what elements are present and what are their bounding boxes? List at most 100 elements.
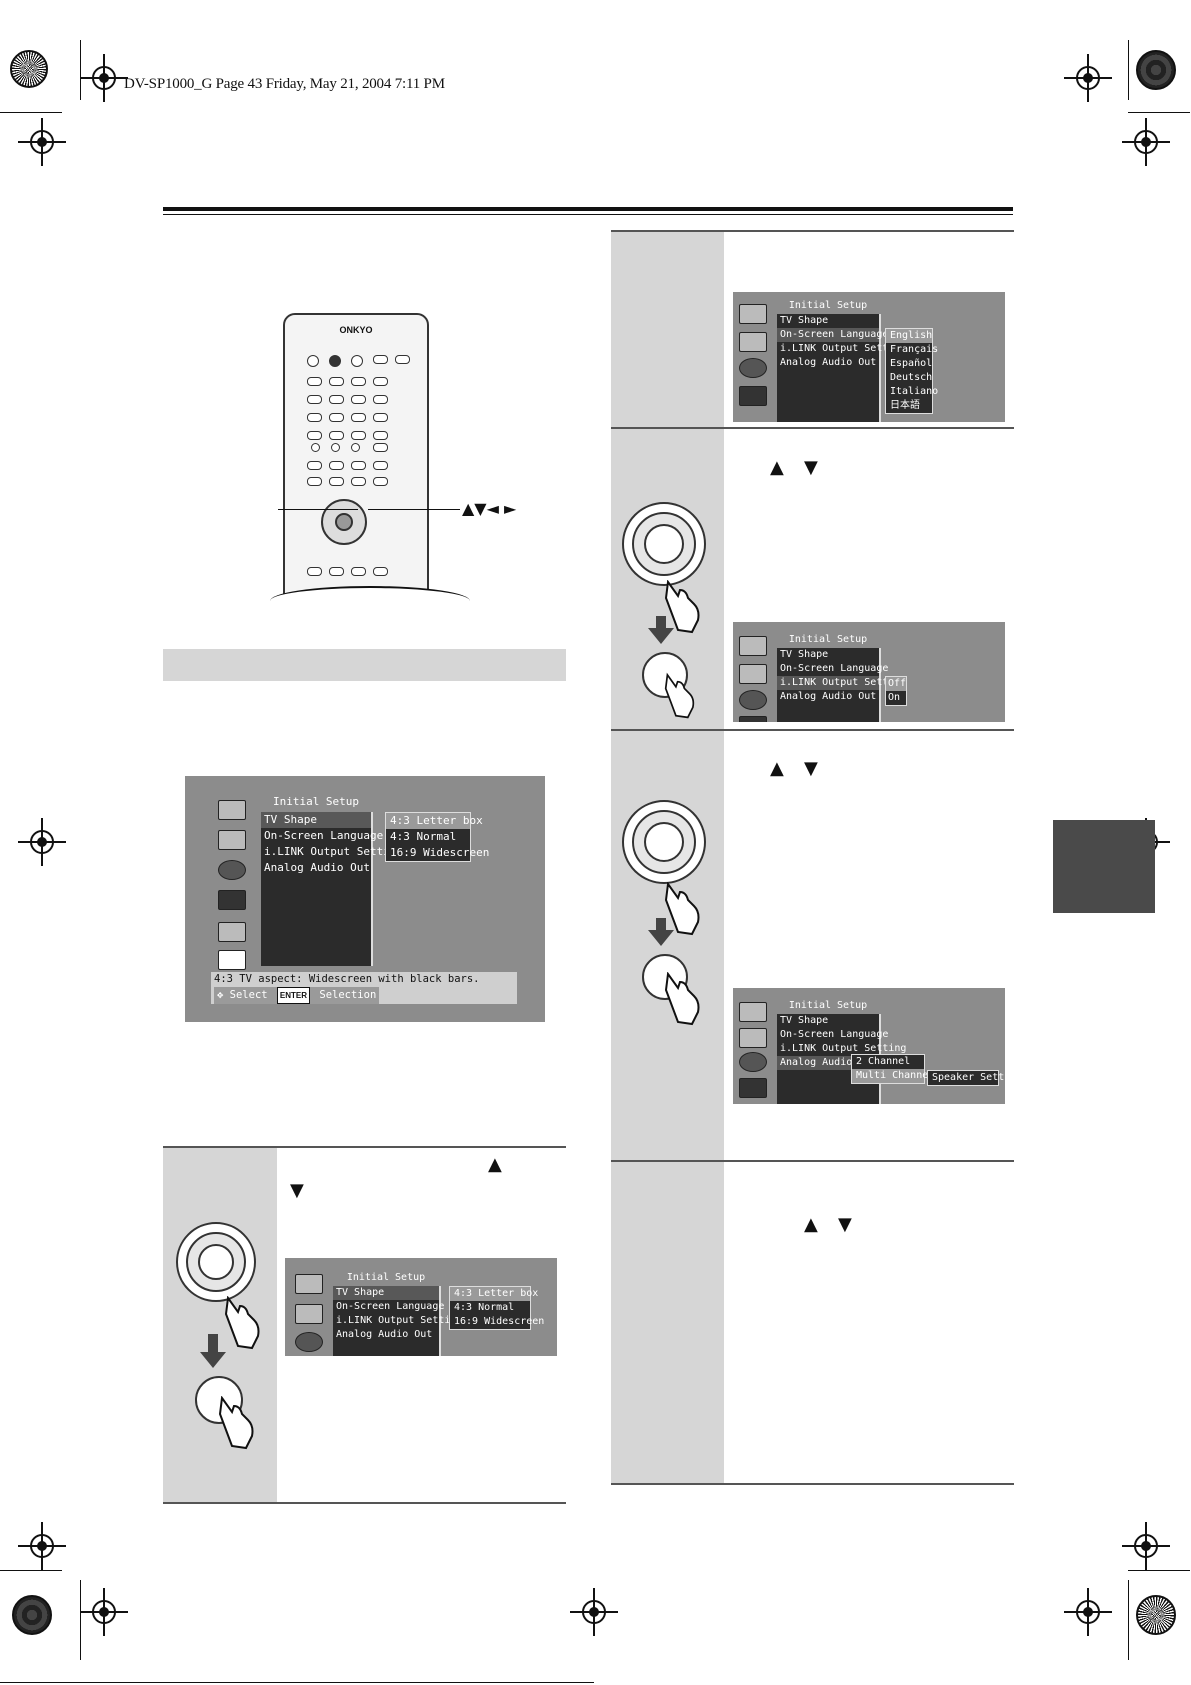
pointing-hand-icon [664, 971, 704, 1028]
down-arrow-icon: ▼ [804, 457, 818, 478]
osd-menu-title: Initial Setup [788, 300, 868, 311]
osd-submenu-item[interactable]: 4:3 Letter box [450, 1287, 538, 1301]
registration-mark-top-right [1064, 54, 1112, 102]
remote-button [351, 567, 366, 576]
remote-button [329, 413, 344, 422]
osd-menu-item[interactable]: Analog Audio Out [264, 861, 370, 874]
flow-down-arrow-icon [648, 930, 674, 946]
speaker-setting-button[interactable]: Speaker Setting [927, 1070, 1005, 1086]
remote-button [329, 377, 344, 386]
osd-menu-title: Initial Setup [788, 634, 868, 645]
osd-help-select: Select [229, 989, 268, 1001]
osd-menu-item[interactable]: Analog Audio Out [336, 1329, 433, 1340]
jog-center [198, 1244, 234, 1280]
jog-center [644, 822, 684, 862]
osd-submenu-item[interactable]: Off [886, 677, 907, 691]
arrow-buttons-label: ▲▼◄ ► [462, 499, 517, 518]
remote-button [351, 377, 366, 386]
osd-menu-item[interactable]: On-Screen Language [777, 328, 888, 342]
disc-icon [739, 358, 767, 378]
osd-help-selection: Selection [319, 989, 377, 1001]
crop-rosette-bottom-left [12, 1595, 52, 1635]
osd-submenu: 2 Channel Multi Channel [851, 1054, 934, 1084]
remote-button [307, 567, 322, 576]
remote-button [329, 395, 344, 404]
osd-submenu-item[interactable]: Deutsch [890, 372, 933, 383]
osd-submenu-item[interactable]: Italiano [890, 386, 939, 397]
remote-button [373, 567, 388, 576]
osd-menu-item[interactable]: On-Screen Language [264, 829, 384, 842]
crop-rosette-top-right [1136, 50, 1176, 90]
chapter-side-tab [1053, 820, 1155, 913]
osd-submenu-item[interactable]: English [886, 329, 932, 343]
osd-menu-item[interactable]: i.LINK Output Setting [264, 845, 404, 858]
osd-menu-item[interactable]: i.LINK Output Setting [780, 1043, 907, 1054]
remote-control-illustration: ONKYO [283, 313, 429, 613]
osd-submenu-item[interactable]: Français [890, 344, 939, 355]
remote-button [307, 355, 319, 367]
step-2-side-panel [611, 232, 724, 428]
osd-menu-item[interactable]: Analog Audio Out [780, 357, 877, 368]
flow-arrow-shaft [656, 918, 666, 932]
remote-button [373, 377, 388, 386]
trim-line [0, 1570, 62, 1571]
step-5-bottom-border [611, 1483, 1014, 1485]
osd-menu-item[interactable]: TV Shape [780, 649, 829, 660]
speaker-setting-label: Speaker Setting [932, 1072, 1005, 1083]
remote-button [307, 461, 322, 470]
remote-button [307, 377, 322, 386]
pointing-hand-icon [664, 670, 698, 724]
osd-menu-item[interactable]: On-Screen Language [336, 1301, 445, 1312]
remote-jog-center [335, 513, 353, 531]
step-5-side-panel [611, 1162, 724, 1484]
osd-menu-item[interactable]: i.LINK Output Setting [336, 1315, 463, 1326]
osd-submenu-item[interactable]: Multi Channel [852, 1069, 934, 1083]
registration-mark-bottom-right [1064, 1588, 1112, 1636]
osd-menu-item[interactable]: Analog Audio Out [780, 691, 877, 702]
osd-submenu-item[interactable]: On [888, 692, 901, 703]
remote-button [395, 355, 410, 364]
osd-submenu-item[interactable]: 4:3 Normal [454, 1302, 515, 1313]
printer-header: DV-SP1000_G Page 43 Friday, May 21, 2004… [124, 76, 445, 92]
osd-menu-item[interactable]: On-Screen Language [780, 663, 889, 674]
flow-down-arrow-icon [200, 1352, 226, 1368]
remote-button [307, 413, 322, 422]
power-button-icon [329, 355, 341, 367]
remote-button [373, 443, 388, 452]
step-1-top-border [163, 1146, 566, 1148]
osd-menu-item[interactable]: i.LINK Output Setting [780, 343, 907, 354]
osd-menu-item[interactable]: TV Shape [780, 315, 829, 326]
jog-dial-icon [622, 800, 706, 884]
trim-line [0, 112, 62, 113]
disc-icon [739, 690, 767, 710]
step-2-top-border [611, 230, 1014, 232]
osd-initial-setup-screen: Initial Setup TV Shape On-Screen Languag… [185, 776, 545, 1022]
osd-menu-item[interactable]: TV Shape [780, 1015, 829, 1026]
osd-step3-screen: Initial Setup TV Shape On-Screen Languag… [733, 622, 1005, 722]
jog-dial-icon [622, 502, 706, 586]
trim-line [1128, 40, 1129, 100]
step-5-top-border [611, 1160, 1014, 1162]
osd-menu-item[interactable]: On-Screen Language [780, 1029, 889, 1040]
osd-menu-panel: Initial Setup TV Shape On-Screen Languag… [333, 1272, 463, 1356]
section-heading-bar [163, 649, 566, 681]
registration-mark-bottom-left-2 [80, 1588, 128, 1636]
osd-submenu-item[interactable]: 4:3 Letter box [386, 813, 483, 829]
keyboard-icon [218, 922, 246, 942]
osd-submenu-item[interactable]: 16:9 Widescreen [454, 1316, 545, 1327]
osd-submenu-item[interactable]: 16:9 Widescreen [390, 846, 490, 859]
top-rule [163, 207, 1013, 211]
osd-submenu-item[interactable]: 4:3 Normal [390, 830, 457, 843]
osd-submenu-item[interactable]: 日本語 [890, 400, 920, 411]
osd-menu-item[interactable]: TV Shape [261, 812, 371, 828]
registration-mark-header [80, 54, 128, 102]
disc-icon [218, 860, 246, 880]
tv-icon [218, 800, 246, 820]
osd-submenu-item[interactable]: 2 Channel [856, 1056, 911, 1067]
up-arrow-icon: ▲ [804, 1214, 818, 1235]
osd-menu-item[interactable]: TV Shape [333, 1286, 439, 1300]
osd-help-box: 4:3 TV aspect: Widescreen with black bar… [211, 972, 517, 1004]
osd-submenu-item[interactable]: Español [890, 358, 933, 369]
osd-menu-item[interactable]: i.LINK Output Setting [777, 676, 906, 690]
down-arrow-icon: ▼ [290, 1180, 304, 1201]
